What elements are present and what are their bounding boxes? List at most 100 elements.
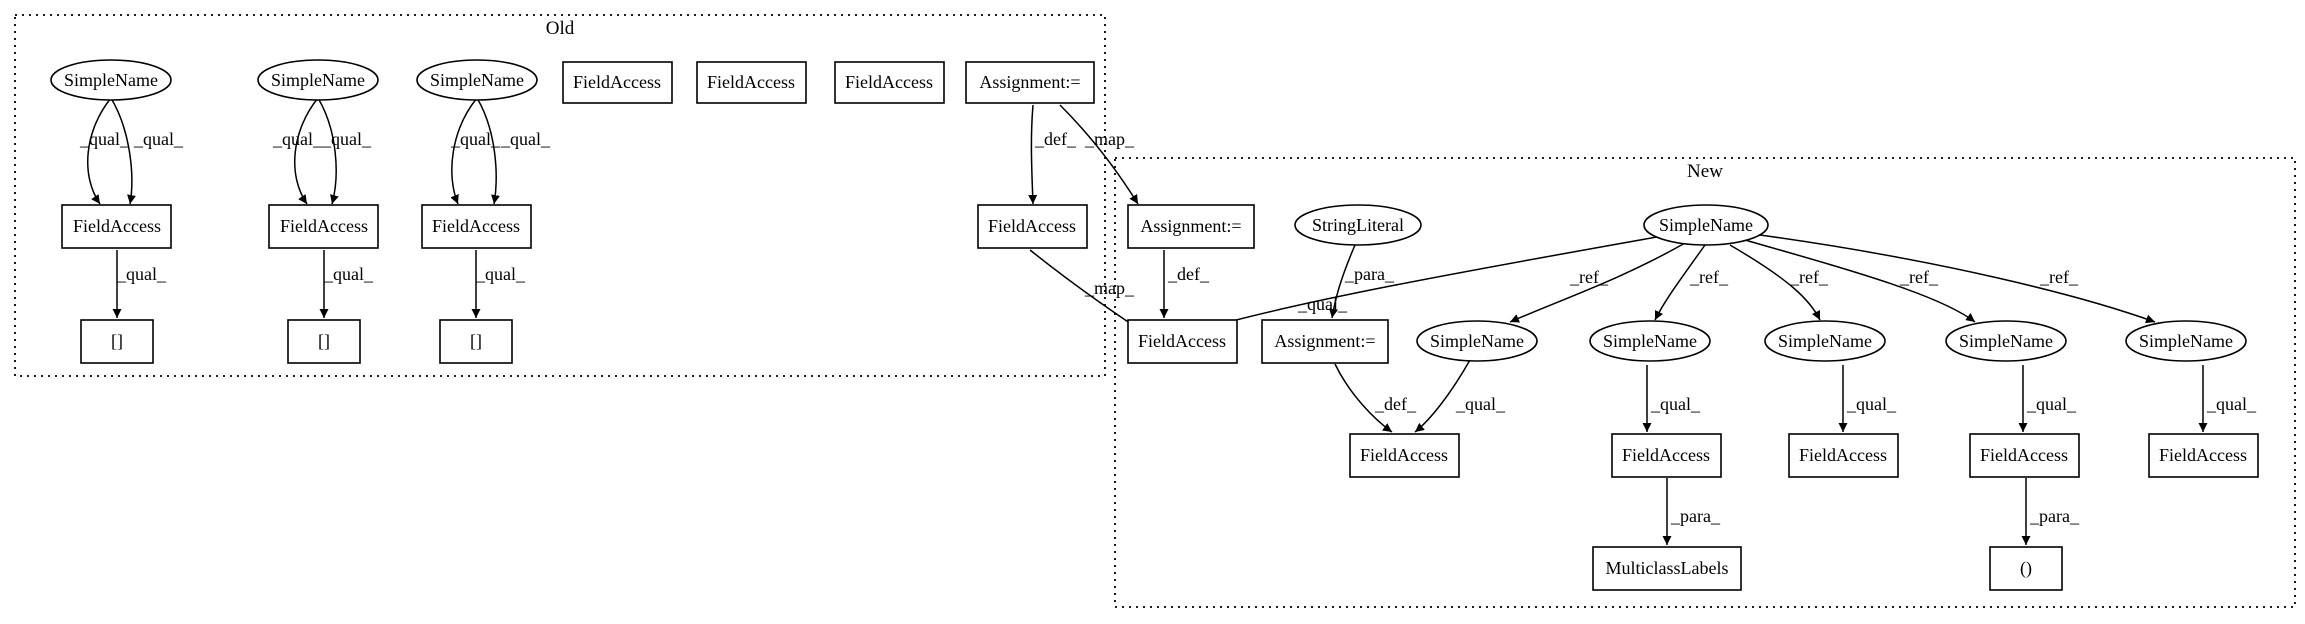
edge-label-qual: _qual_ (272, 129, 323, 149)
node-o-assignment-label: Assignment:= (979, 72, 1080, 92)
node-o-fieldaccess-1-label: FieldAccess (73, 216, 161, 236)
edge-label-def: _def_ (1374, 394, 1417, 414)
node-n-assignment-1: Assignment:= (1127, 204, 1255, 249)
edge-n-fa2-multiclass: _para_ (1662, 478, 1721, 545)
node-n-assignment-2-label: Assignment:= (1274, 331, 1375, 351)
edge-n-sn3-fa3: _qual_ (1838, 365, 1897, 432)
node-n-multiclasslabels: MulticlassLabels (1592, 546, 1742, 591)
node-n-paren: () (1989, 546, 2063, 591)
edge-label-qual: _qual_ (2206, 394, 2257, 414)
node-n-assignment-1-label: Assignment:= (1140, 216, 1241, 236)
edge-label-def: _def_ (1167, 264, 1210, 284)
node-n-fieldaccess-5-label: FieldAccess (2159, 445, 2247, 465)
node-o-fieldaccess-3: FieldAccess (421, 204, 532, 249)
node-n-paren-label: () (2020, 558, 2032, 579)
node-n-simplename-5: SimpleName (2125, 320, 2247, 362)
node-n-fieldaccess-3: FieldAccess (1788, 433, 1899, 478)
edge-label-ref: _ref_ (1789, 267, 1829, 287)
edge-label-ref: _ref_ (1689, 267, 1729, 287)
edge-o-assign-nassign1: _map_ (1059, 104, 1139, 205)
node-o-fieldaccess-top-3-label: FieldAccess (845, 72, 933, 92)
node-n-simplename-2: SimpleName (1589, 320, 1711, 362)
edge-o-fa1-idx1: _qual_ (112, 250, 167, 318)
edge-o-assign-fadef: _def_ (1028, 104, 1077, 205)
cluster-new: New (1114, 157, 2296, 608)
edge-n-sn2-fa2: _qual_ (1642, 365, 1701, 432)
node-o-fieldaccess-2: FieldAccess (268, 204, 379, 249)
node-o-simplename-1-label: SimpleName (64, 70, 158, 90)
edge-label-qual: _qual_ (1297, 294, 1348, 314)
node-n-simplename-2-label: SimpleName (1603, 331, 1697, 351)
nodes-layer: SimpleName SimpleName SimpleName FieldAc… (50, 59, 2259, 591)
edge-n-snmain-sn5: _ref_ (1759, 234, 2156, 324)
edge-n-sn1-fa1: _qual_ (1414, 359, 1506, 433)
node-o-fieldaccess-top-2: FieldAccess (696, 61, 807, 104)
node-o-index-1: [] (80, 319, 154, 364)
node-o-simplename-1: SimpleName (50, 59, 172, 101)
node-n-fieldaccess-target-label: FieldAccess (1138, 331, 1226, 351)
node-o-index-1-label: [] (111, 331, 123, 351)
edge-label-qual: _qual_ (116, 264, 167, 284)
node-o-simplename-3-label: SimpleName (430, 70, 524, 90)
edge-label-qual: _qual_ (79, 129, 130, 149)
node-o-fieldaccess-top-3: FieldAccess (834, 61, 945, 104)
edge-label-qual: _qual_ (2026, 394, 2077, 414)
edge-n-snmain-sn1: _ref_ (1509, 242, 1686, 323)
node-n-assignment-2: Assignment:= (1261, 319, 1389, 364)
node-n-stringliteral: StringLiteral (1294, 204, 1422, 246)
edge-label-ref: _ref_ (1899, 267, 1939, 287)
edge-label-ref: _ref_ (1569, 267, 1609, 287)
cluster-new-label: New (1687, 161, 1723, 182)
node-o-assignment: Assignment:= (965, 61, 1095, 104)
edge-label-qual: _qual_ (1455, 394, 1506, 414)
edge-label-map: _map_ (1084, 278, 1135, 298)
edge-n-sn4-fa4: _qual_ (2018, 365, 2077, 432)
node-n-stringliteral-label: StringLiteral (1312, 215, 1404, 235)
edge-label-para: _para_ (1670, 506, 1721, 526)
edge-label-ref: _ref_ (2039, 267, 2079, 287)
edge-label-qual: _qual_ (500, 129, 551, 149)
node-o-fieldaccess-def: FieldAccess (977, 204, 1088, 249)
node-n-simplename-main: SimpleName (1643, 204, 1769, 246)
edge-n-snmain-sn2: _ref_ (1654, 244, 1729, 321)
edge-n-assign1-fatarget: _def_ (1159, 250, 1210, 318)
edge-label-qual: _qual_ (321, 129, 372, 149)
edge-label-qual: _qual_ (133, 129, 184, 149)
node-n-simplename-main-label: SimpleName (1659, 215, 1753, 235)
node-o-index-2-label: [] (318, 331, 330, 351)
edge-label-qual: _qual_ (323, 264, 374, 284)
edge-n-snmain-sn4: _ref_ (1744, 239, 1976, 323)
node-o-simplename-3: SimpleName (416, 59, 538, 101)
node-n-fieldaccess-2: FieldAccess (1611, 433, 1722, 478)
edge-o-sn1-fa1-a: _qual_ (79, 97, 130, 205)
node-o-index-3: [] (439, 319, 513, 364)
edge-label-qual: _qual_ (475, 264, 526, 284)
node-n-fieldaccess-4-label: FieldAccess (1980, 445, 2068, 465)
edge-n-snmain-sn3: _ref_ (1729, 244, 1829, 321)
edge-o-sn2-fa2-b: _qual_ (317, 97, 372, 205)
edge-n-assign2-fa1: _def_ (1334, 363, 1417, 433)
cluster-old-label: Old (546, 18, 575, 39)
node-o-fieldaccess-def-label: FieldAccess (988, 216, 1076, 236)
node-n-simplename-4-label: SimpleName (1959, 331, 2053, 351)
node-n-fieldaccess-2-label: FieldAccess (1622, 445, 1710, 465)
edge-o-sn1-fa1-b: _qual_ (110, 97, 184, 205)
node-n-fieldaccess-1-label: FieldAccess (1360, 445, 1448, 465)
node-n-fieldaccess-4: FieldAccess (1969, 433, 2080, 478)
node-n-fieldaccess-target: FieldAccess (1127, 319, 1238, 364)
node-o-index-2: [] (287, 319, 361, 364)
node-o-fieldaccess-2-label: FieldAccess (280, 216, 368, 236)
node-o-fieldaccess-1: FieldAccess (61, 204, 172, 249)
edge-o-fa2-idx2: _qual_ (319, 250, 374, 318)
edge-label-qual: _qual_ (1846, 394, 1897, 414)
node-n-simplename-5-label: SimpleName (2139, 331, 2233, 351)
node-n-fieldaccess-5: FieldAccess (2148, 433, 2259, 478)
node-o-fieldaccess-top-1: FieldAccess (562, 61, 673, 104)
node-o-simplename-2-label: SimpleName (271, 70, 365, 90)
edge-label-para: _para_ (2029, 506, 2080, 526)
edge-label-def: _def_ (1034, 129, 1077, 149)
node-n-fieldaccess-3-label: FieldAccess (1799, 445, 1887, 465)
edge-n-fa4-paren: _para_ (2021, 478, 2080, 545)
node-n-simplename-3: SimpleName (1764, 320, 1886, 362)
